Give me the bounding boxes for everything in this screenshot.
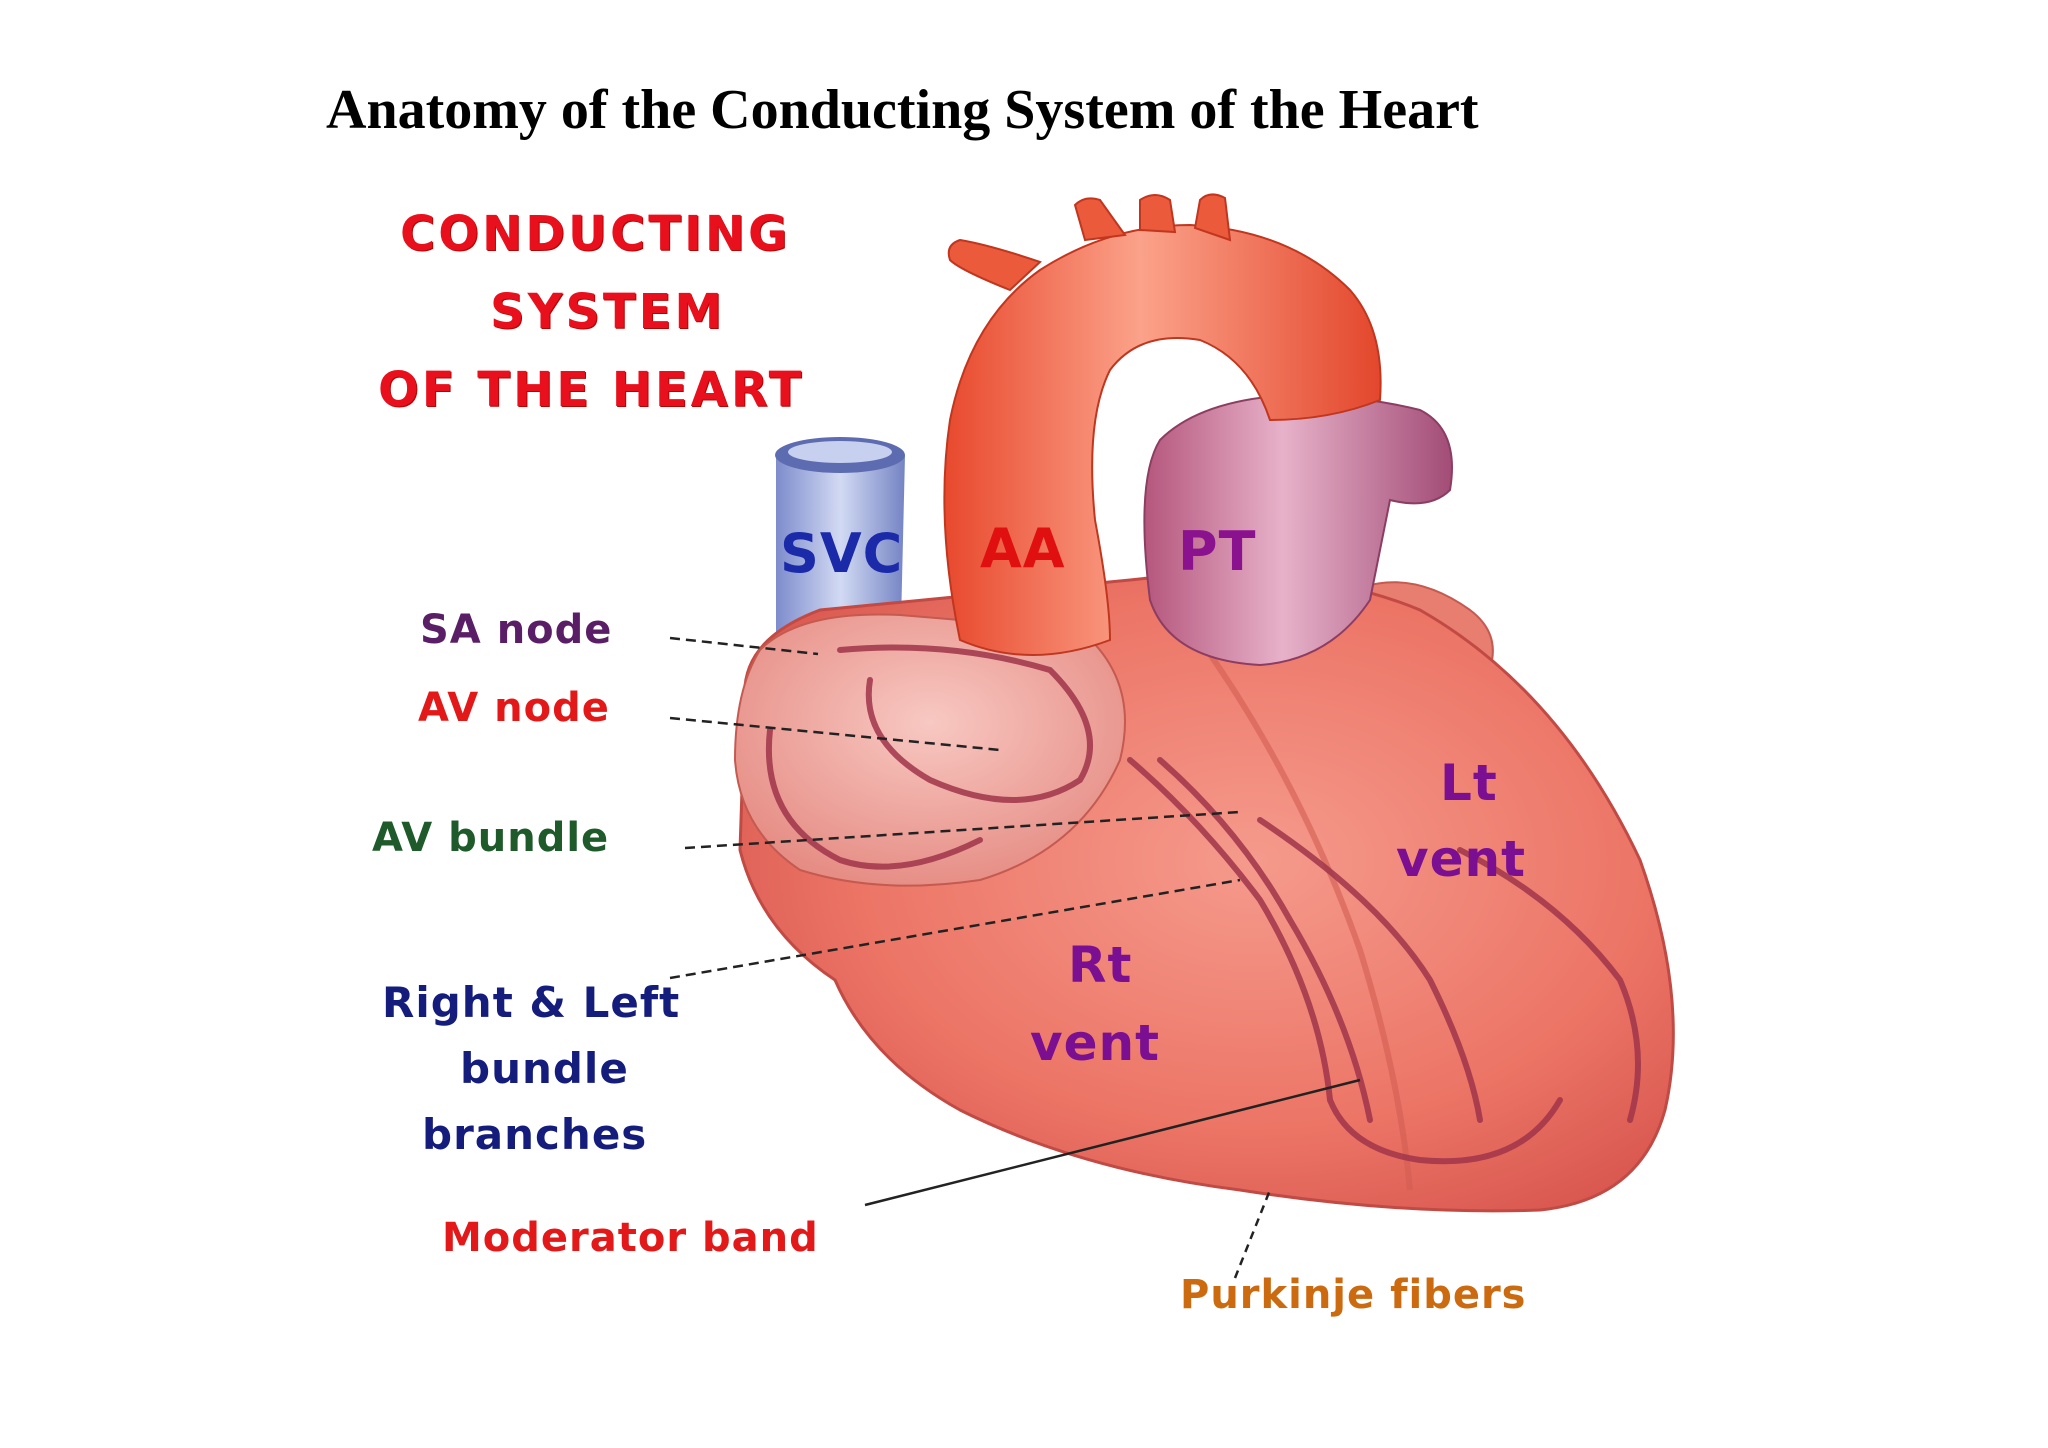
av-node-label: AV node: [418, 685, 610, 731]
interventricular-groove: [1197, 638, 1413, 1191]
moderator-band-label: Moderator band: [442, 1215, 819, 1261]
aorta: [943, 223, 1382, 656]
pt-label: PT: [1178, 520, 1257, 583]
diagram-heading-line-3: OF THE HEART: [378, 362, 805, 418]
right-atrium: [733, 613, 1126, 887]
pulmonary-trunk: [1143, 393, 1453, 667]
lt-vent-label-1: Lt: [1440, 754, 1498, 812]
diagram-heading-line-2: SYSTEM: [490, 284, 726, 340]
conduction-pathway: [765, 644, 1641, 1165]
lt-vent-label-2: vent: [1396, 830, 1527, 888]
sa-node-label: SA node: [420, 607, 613, 653]
bundle-branches-label-1: Right & Left: [382, 978, 681, 1027]
bundle-branches-label-2: bundle: [460, 1044, 629, 1093]
rt-vent-label-1: Rt: [1068, 936, 1133, 994]
aa-label: AA: [980, 517, 1066, 580]
purkinje-fibers-label: Purkinje fibers: [1180, 1272, 1527, 1318]
leader-lines: [669, 636, 1361, 1279]
diagram-heading-line-1: CONDUCTING: [400, 206, 791, 262]
aortic-branches: [947, 193, 1232, 292]
svc-label: SVC: [780, 522, 904, 585]
rt-vent-label-2: vent: [1030, 1014, 1161, 1072]
page-title: Anatomy of the Conducting System of the …: [326, 79, 1479, 141]
av-bundle-label: AV bundle: [372, 815, 610, 861]
bundle-branches-label-3: branches: [422, 1110, 648, 1159]
